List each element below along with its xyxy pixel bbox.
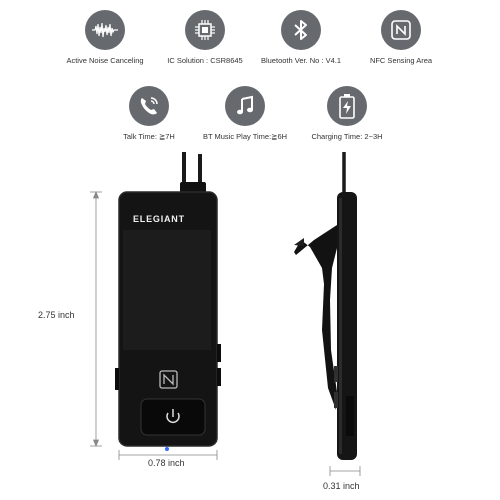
feature-active-noise-canceling: Active Noise Canceling (60, 10, 150, 65)
feature-charging-time: Charging Time: 2~3H (302, 86, 392, 141)
width-label: 0.78 inch (148, 458, 185, 468)
feature-label: NFC Sensing Area (369, 56, 433, 65)
feature-label: IC Solution : CSR8645 (167, 56, 243, 65)
device-nfc-icon (159, 370, 178, 389)
width-dimension-line (118, 450, 218, 460)
feature-bluetooth-version: Bluetooth Ver. No : V4.1 (256, 10, 346, 65)
feature-music-play-time: BT Music Play Time:≧6H (200, 86, 290, 141)
sound-wave-icon (85, 10, 125, 50)
power-button (140, 398, 206, 436)
led-indicator (165, 447, 169, 451)
phone-icon (129, 86, 169, 126)
chip-icon (185, 10, 225, 50)
feature-label: Talk Time: ≧7H (123, 132, 175, 141)
feature-label: Charging Time: 2~3H (311, 132, 383, 141)
side-view-device (294, 152, 357, 460)
depth-label: 0.31 inch (323, 481, 360, 491)
feature-label: Bluetooth Ver. No : V4.1 (260, 56, 342, 65)
height-label: 2.75 inch (38, 310, 75, 320)
front-cables (180, 152, 206, 196)
nfc-icon (381, 10, 421, 50)
feature-ic-solution: IC Solution : CSR8645 (160, 10, 250, 65)
music-note-icon (225, 86, 265, 126)
battery-icon (327, 86, 367, 126)
brand-logo: ELEGIANT (133, 214, 185, 224)
depth-dimension-line (329, 466, 361, 476)
height-dimension-line (90, 190, 102, 448)
feature-label: Active Noise Canceling (66, 56, 144, 65)
feature-label: BT Music Play Time:≧6H (202, 132, 288, 141)
front-device-body (115, 191, 221, 447)
feature-nfc: NFC Sensing Area (356, 10, 446, 65)
bluetooth-icon (281, 10, 321, 50)
feature-talk-time: Talk Time: ≧7H (104, 86, 194, 141)
